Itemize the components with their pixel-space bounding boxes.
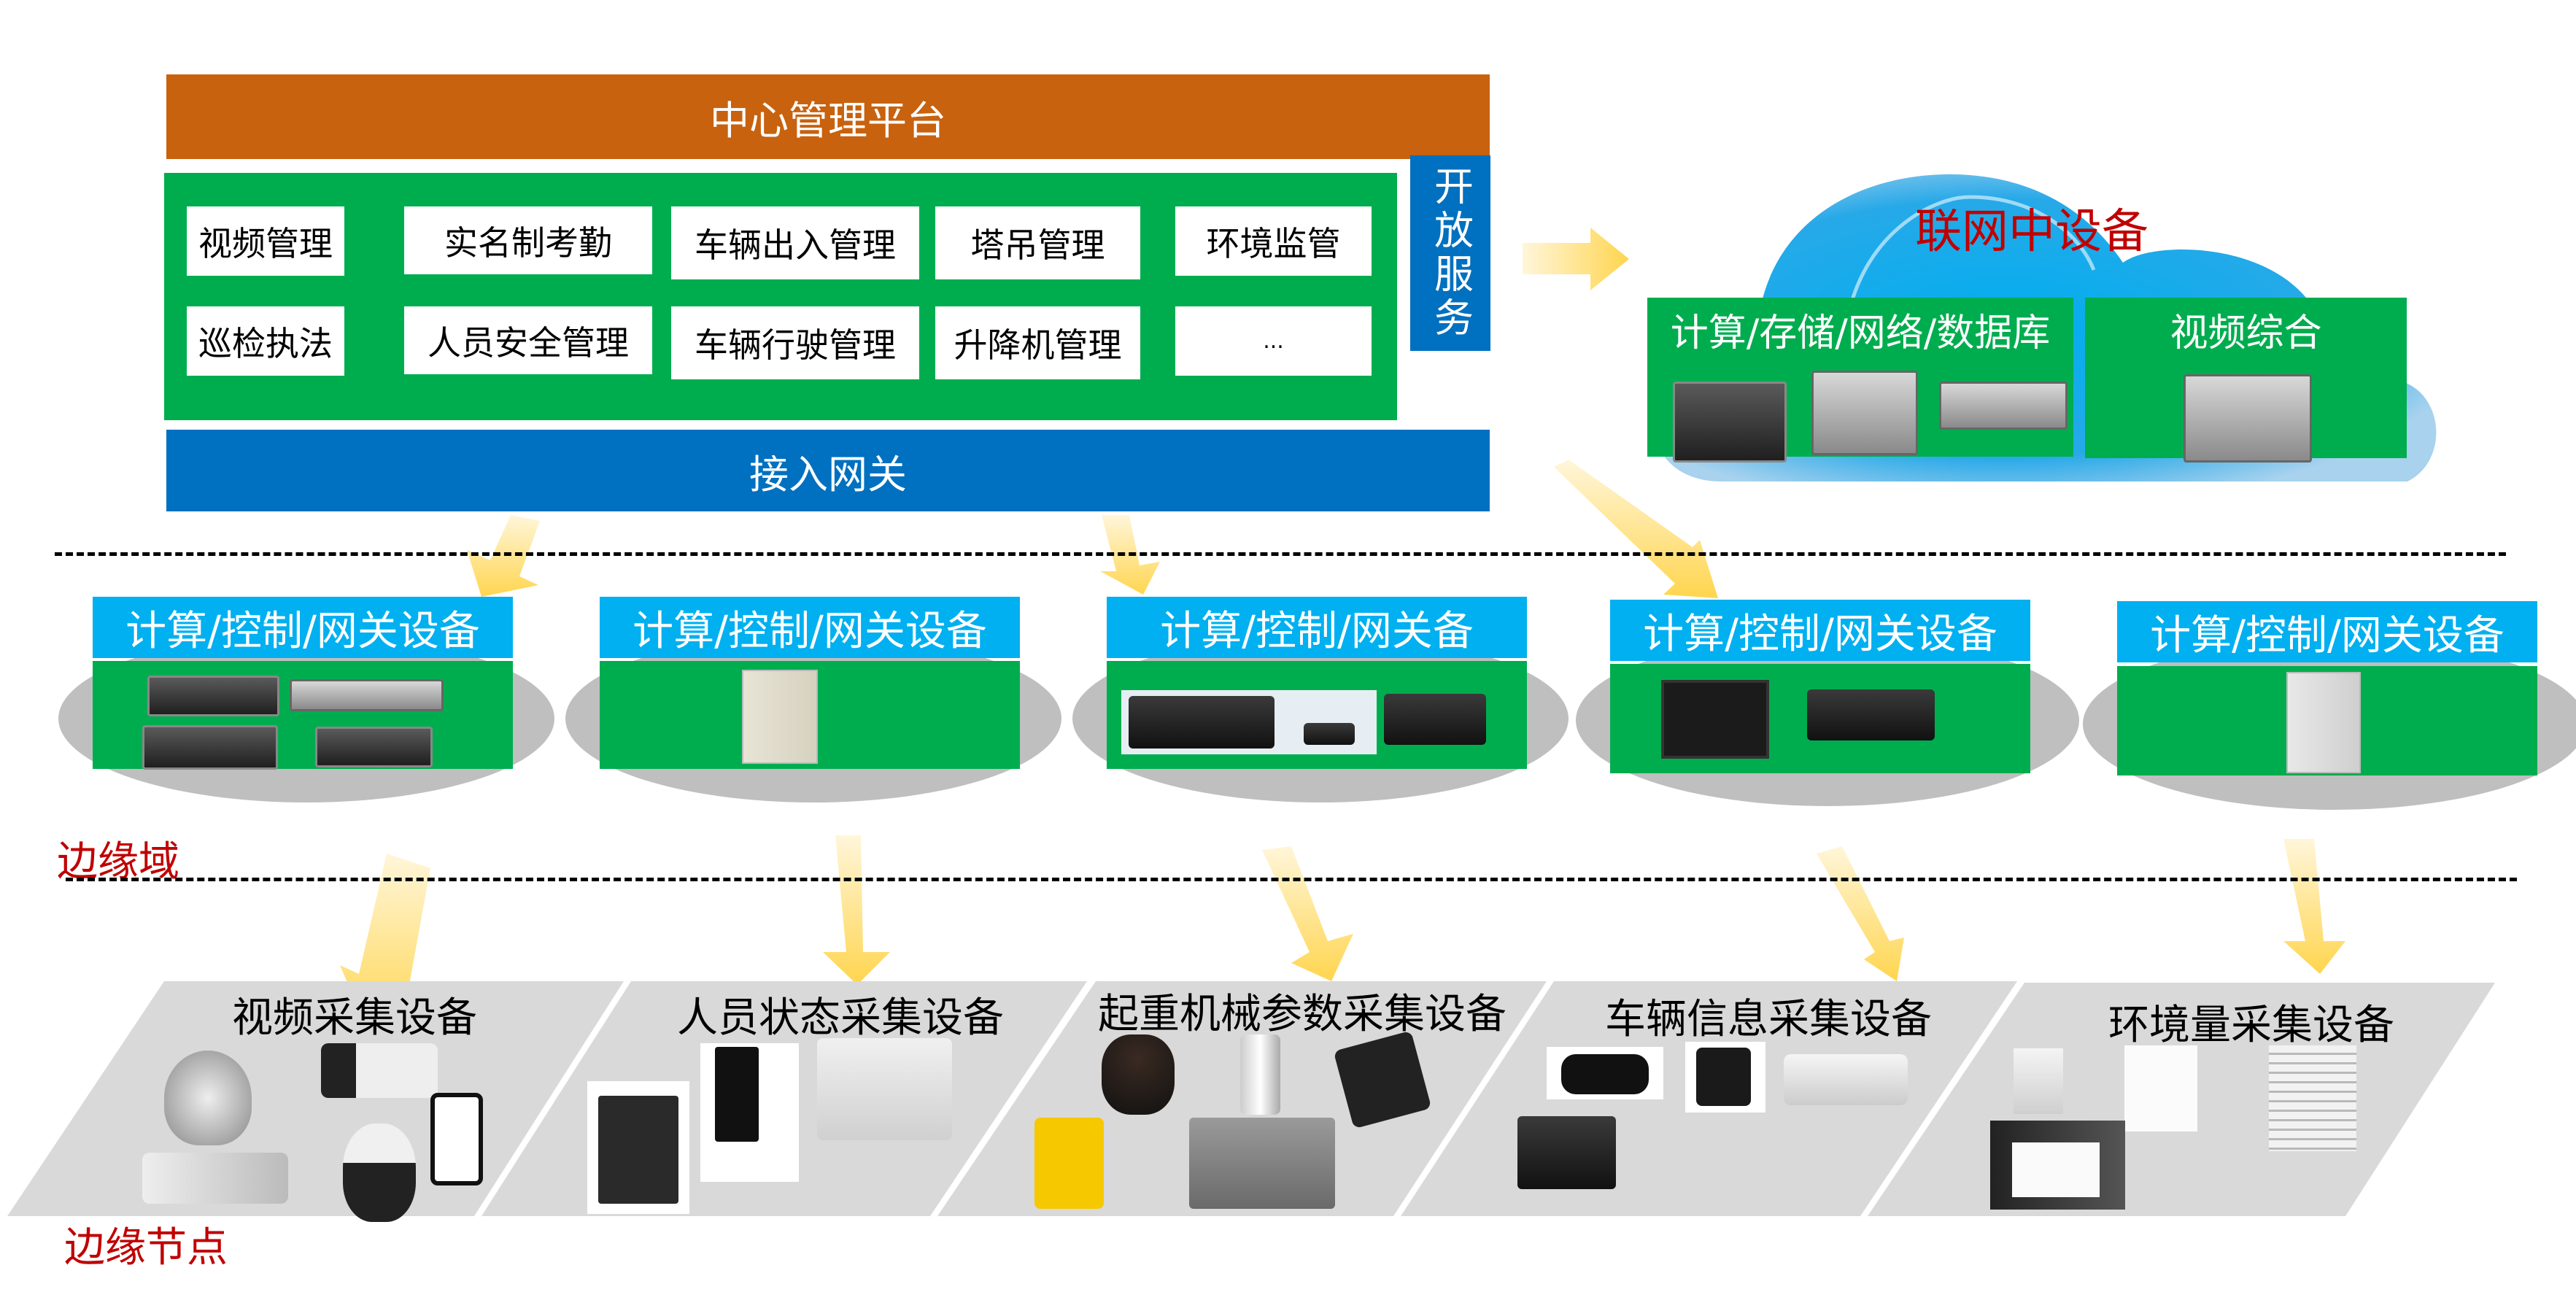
lpr-camera-icon (1784, 1054, 1908, 1105)
access-gateway-bar: 接入网关 (166, 430, 1490, 511)
rack-server-icon (290, 679, 444, 711)
cloud-box-compute: 计算/存储/网络/数据库 (1647, 298, 2073, 463)
gateway-1-label[interactable]: 计算/控制/网关设备 (93, 597, 513, 658)
disk-array-icon (315, 727, 433, 767)
segment-2-title: 人员状态采集设备 (677, 994, 1004, 1042)
anemometer-icon (1102, 1034, 1175, 1115)
card-reader-icon (587, 1081, 689, 1214)
hikvision-box-icon (817, 1038, 952, 1140)
wind-vane-icon (2014, 1048, 2063, 1114)
app-attendance[interactable]: 实名制考勤 (404, 206, 652, 274)
bullet-camera-icon (321, 1043, 438, 1098)
rack-server-icon (1939, 382, 2068, 430)
sensor-box-icon (1990, 1121, 2125, 1210)
wind-propeller-icon (2124, 1045, 2197, 1132)
panoramic-dome-camera-icon (164, 1051, 252, 1145)
gateway-2-label[interactable]: 计算/控制/网关设备 (600, 597, 1020, 658)
limit-switch-icon (1034, 1118, 1104, 1209)
gateway-3-label[interactable]: 计算/控制/网关备 (1107, 597, 1527, 658)
app-vehicle-driving[interactable]: 车辆行驶管理 (671, 306, 919, 379)
arrow-to-cloud (1523, 228, 1629, 290)
segment-3-title: 起重机械参数采集设备 (1098, 991, 1506, 1038)
box-camera-icon (1685, 1042, 1765, 1113)
gateway-5-label[interactable]: 计算/控制/网关设备 (2117, 601, 2537, 662)
control-cabinet-icon (2286, 672, 2361, 773)
cloud-box-video-label: 视频综合 (2170, 312, 2322, 355)
monitor-icon (1661, 680, 1769, 759)
gateway-2-body (600, 661, 1020, 769)
nvr-icon (147, 676, 279, 716)
center-platform-bar: 中心管理平台 (166, 74, 1490, 159)
arrow-node-2 (823, 835, 890, 985)
vehicle-controller-icon (1517, 1116, 1616, 1189)
arrow-cloud-to-gateway-4 (1554, 460, 1718, 598)
app-more[interactable]: ... (1175, 306, 1372, 376)
app-video-management[interactable]: 视频管理 (187, 206, 344, 276)
app-vehicle-access[interactable]: 车辆出入管理 (671, 206, 919, 279)
app-patrol[interactable]: 巡检执法 (187, 306, 344, 376)
bullet-camera-2-icon (142, 1153, 288, 1204)
edge-node-divider (66, 878, 2517, 881)
cloud-title: 联网中设备 (1915, 205, 2148, 259)
weather-shield-icon (2269, 1045, 2356, 1151)
load-cell-icon (1240, 1034, 1280, 1115)
app-personnel-safety[interactable]: 人员安全管理 (404, 306, 652, 374)
edge-box-icon (1384, 694, 1486, 745)
access-controller-cabinet-icon (742, 670, 818, 764)
edge-node-label: 边缘节点 (64, 1224, 228, 1272)
segment-5-title: 环境量采集设备 (2108, 1002, 2394, 1049)
face-recognition-terminal-icon (700, 1043, 799, 1182)
apps-panel: 视频管理 实名制考勤 车辆出入管理 塔吊管理 环境监管 巡检执法 人员安全管理 … (164, 173, 1397, 420)
blade-server-icon (1673, 382, 1787, 463)
app-tower-crane[interactable]: 塔吊管理 (935, 206, 1140, 279)
video-storage-server-icon (2184, 374, 2312, 463)
tilt-sensor-icon (1189, 1118, 1335, 1209)
storage-server-icon (1811, 371, 1918, 455)
io-controller-icon (1121, 690, 1282, 754)
segment-1-title: 视频采集设备 (232, 994, 477, 1042)
open-service-bar: 开放服务 (1410, 155, 1490, 351)
ptz-dome-camera-icon (343, 1123, 416, 1222)
gateway-5-body (2117, 666, 2537, 775)
app-environment[interactable]: 环境监管 (1175, 206, 1372, 276)
gateway-4-body (1610, 664, 2030, 773)
arrow-node-5 (2283, 839, 2345, 974)
cloud-box-compute-label: 计算/存储/网络/数据库 (1670, 312, 2051, 355)
arrow-gateway-1 (467, 515, 540, 597)
dash-camera-icon (1547, 1047, 1663, 1099)
gateway-1-body (93, 661, 513, 770)
storage-chassis-icon (142, 725, 278, 770)
cloud-box-video: 视频综合 (2085, 298, 2407, 463)
app-elevator[interactable]: 升降机管理 (935, 306, 1140, 379)
cloud-edge-divider (55, 552, 2506, 556)
mobile-phone-icon (430, 1093, 483, 1185)
gateway-3-body (1107, 661, 1527, 769)
mobile-dvr-icon (1807, 689, 1935, 740)
wireless-gateway-icon (1282, 690, 1377, 754)
gateway-4-label[interactable]: 计算/控制/网关设备 (1610, 600, 2030, 661)
segment-4-title: 车辆信息采集设备 (1605, 996, 1932, 1043)
